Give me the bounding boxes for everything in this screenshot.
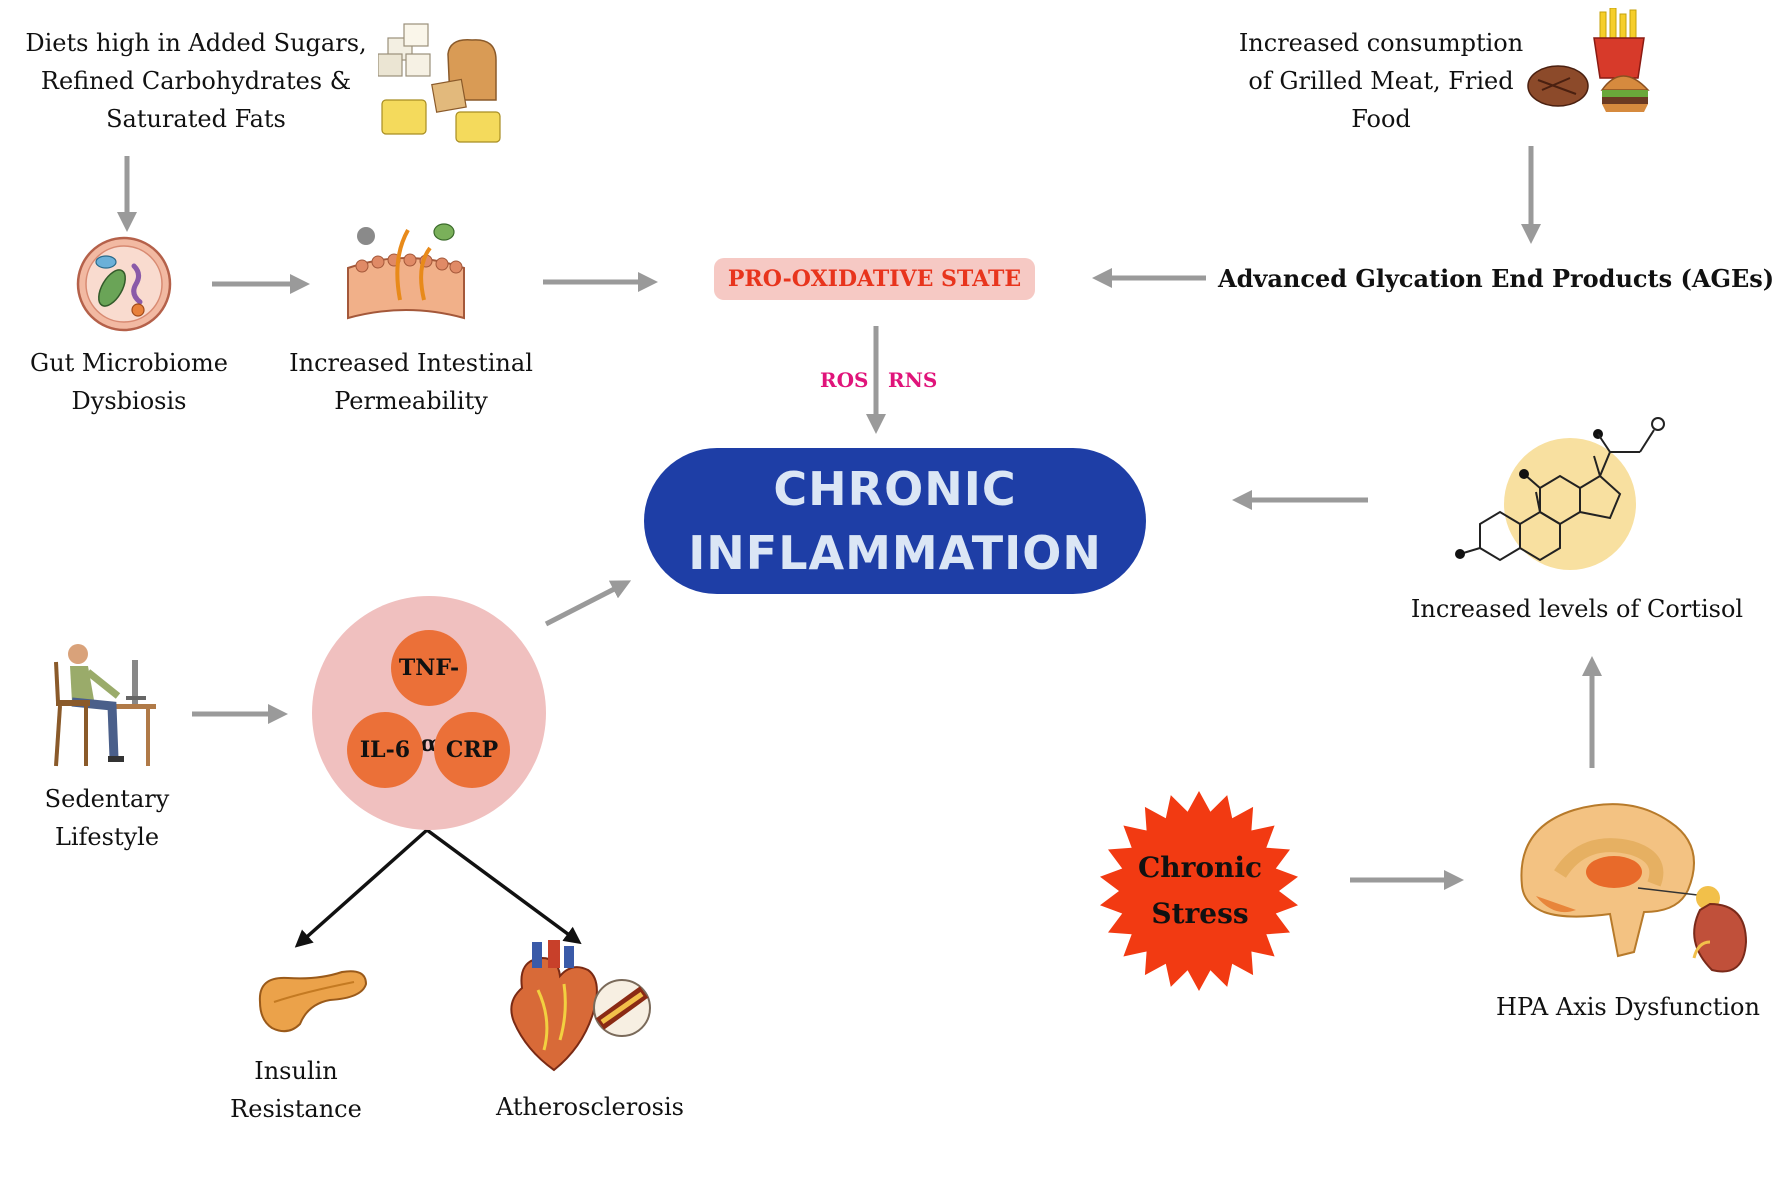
athero-label: Atherosclerosis: [495, 1093, 684, 1121]
central-line2: INFLAMMATION: [688, 526, 1102, 580]
gut-microbe-icon: [76, 236, 172, 332]
intestine-icon: [347, 223, 465, 320]
sugar-bread-butter-icon: [378, 23, 501, 143]
insulin-label: Insulin Resistance: [230, 1057, 362, 1123]
cytokine-tnf: TNF-α: [391, 630, 467, 757]
central-line1: CHRONIC: [773, 462, 1017, 516]
chronic-stress-label: Chronic Stress: [1137, 851, 1263, 930]
pancreas-icon: [258, 970, 368, 1033]
diets-label: Diets high in Added Sugars, Refined Carb…: [25, 29, 367, 133]
chronic-inflammation-node: CHRONIC INFLAMMATION: [644, 448, 1146, 594]
steak-fries-burger-icon: [1527, 8, 1650, 112]
hpa-label: HPA Axis Dysfunction: [1496, 993, 1760, 1021]
pro-oxidative-badge: PRO-OXIDATIVE STATE: [714, 258, 1035, 300]
cortisol-label: Increased levels of Cortisol: [1410, 595, 1744, 623]
cytokine-il6: IL-6: [347, 712, 423, 788]
sedentary-label: Sedentary Lifestyle: [44, 785, 170, 851]
ros-label: ROS: [820, 368, 869, 392]
arrow-to-athero: [425, 828, 582, 945]
rns-label: RNS: [888, 368, 938, 392]
heart-artery-icon: [510, 940, 651, 1072]
chronic-stress-burst-icon: [1100, 791, 1298, 991]
grilled-label: Increased consumption of Grilled Meat, F…: [1238, 29, 1524, 133]
intestinal-label: Increased Intestinal Permeability: [289, 349, 533, 415]
cytokine-crp: CRP: [434, 712, 510, 788]
arrow-to-insulin: [294, 828, 429, 948]
cortisol-molecule-icon: [1455, 417, 1665, 570]
arrow-cytokines-to-central: [544, 580, 632, 627]
brain-adrenal-icon: [1520, 803, 1748, 973]
ages-label: Advanced Glycation End Products (AGEs): [1218, 264, 1774, 293]
person-at-desk-icon: [54, 644, 156, 767]
gut-label: Gut Microbiome Dysbiosis: [30, 349, 228, 415]
